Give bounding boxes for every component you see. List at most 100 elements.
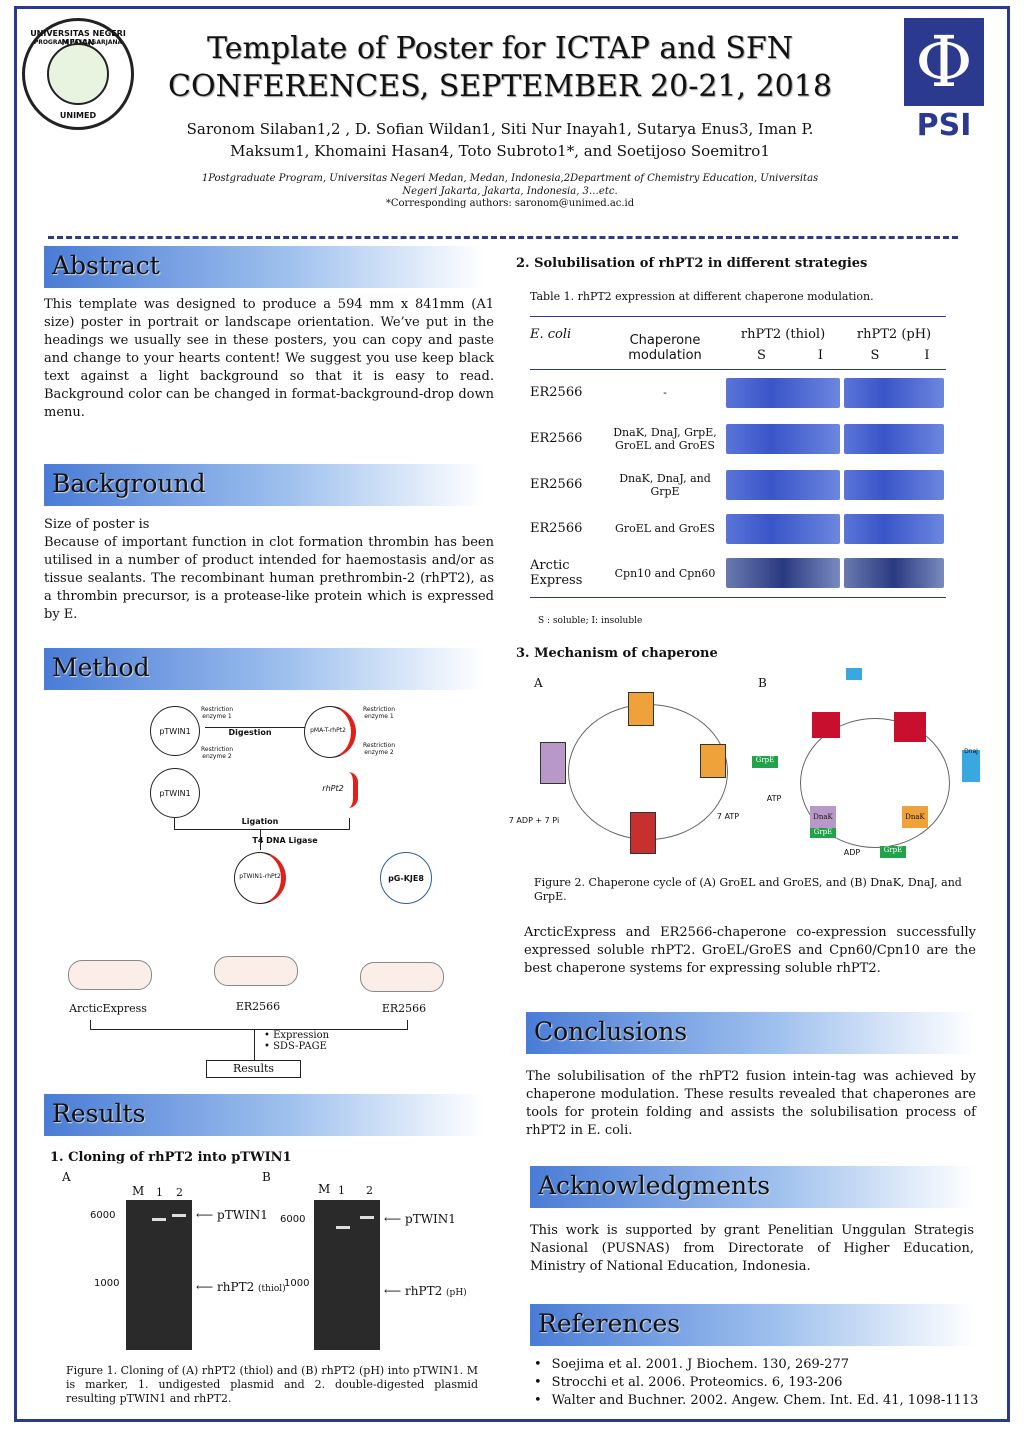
rhpt2-insert-icon <box>348 772 358 808</box>
row-chaperone: GroEL and GroES <box>615 522 715 535</box>
grpe-label-2: GrpE <box>810 828 836 838</box>
col-chaperone: Chaperone modulation <box>628 333 702 363</box>
conclusions-heading: Conclusions <box>526 1012 976 1054</box>
gel-b-marker-6000: 6000 <box>280 1214 306 1225</box>
gel-a-ptwin-label: ⟵ pTWIN1 <box>196 1208 268 1222</box>
gel-thiol <box>724 508 842 550</box>
ptwin1-rhpt2-plasmid <box>234 852 286 904</box>
dnaj-icon-right <box>962 750 980 782</box>
gel-image-b <box>314 1200 380 1350</box>
mechanism-summary: ArcticExpress and ER2566-chaperone co-ex… <box>524 925 976 976</box>
digestion-arrow <box>205 727 305 728</box>
pma-label: pMA-T-rhPt2 <box>310 727 346 734</box>
row-strain: ER2566 <box>530 385 583 401</box>
reference-item: Strocchi et al. 2006. Proteomics. 6, 193… <box>534 1374 994 1392</box>
gel-b-rhpt2-label: ⟵ rhPT2 (pH) <box>384 1284 467 1298</box>
psi-logo: Φ PSI <box>904 18 984 144</box>
logo-left-text: UNIVERSITAS NEGERI MEDAN <box>30 29 126 47</box>
dnak-icon-right <box>894 712 926 742</box>
acknowledgments-text: This work is supported by grant Peneliti… <box>530 1223 974 1274</box>
corresponding-author: *Corresponding authors: saronom@unimed.a… <box>385 198 635 209</box>
row-strain: Arctic Express <box>530 558 583 589</box>
ligation-arrow <box>260 830 261 850</box>
gel-a-lane-m: M <box>132 1184 145 1198</box>
re2-label-a: Restriction enzyme 2 <box>201 746 233 760</box>
mech-panel-b: B <box>758 676 767 690</box>
gel-a-band-2 <box>172 1214 186 1217</box>
row-chaperone: DnaK, DnaJ, and GrpE <box>619 471 711 498</box>
results-arrow <box>254 1030 255 1060</box>
acknowledgments-heading: Acknowledgments <box>530 1166 976 1208</box>
dnaj-icon-top <box>846 668 862 680</box>
figure-1-caption: Figure 1. Cloning of (A) rhPT2 (thiol) a… <box>66 1364 478 1405</box>
unimed-logo: UNIVERSITAS NEGERI MEDAN PROGRAM PASCASA… <box>22 18 134 130</box>
re1-label-b: Restriction enzyme 1 <box>363 706 395 720</box>
background-body: Because of important function in clot fo… <box>44 535 494 622</box>
t4-ligase-label: T4 DNA Ligase <box>252 836 318 845</box>
host-merge-bracket <box>90 1020 408 1030</box>
gel-b-marker-1000: 1000 <box>284 1278 310 1289</box>
author-list: Saronom Silaban1,2 , D. Sofian Wildan1, … <box>150 118 850 162</box>
dnak-cycle-ring <box>800 718 950 848</box>
arcticexpress-cell-icon <box>68 960 152 990</box>
dnak-label-left: DnaK <box>810 806 836 828</box>
figure-2-caption: Figure 2. Chaperone cycle of (A) GroEL a… <box>534 876 962 903</box>
gel-b-band-1 <box>336 1226 350 1229</box>
gel-ph <box>842 370 946 416</box>
ligation-bracket <box>174 818 350 830</box>
atp-label-a: 7 ATP <box>716 812 740 821</box>
ligation-label: Ligation <box>241 817 279 826</box>
host-arcticexpress: ArcticExpress <box>69 1002 147 1015</box>
logo-left-sub: PROGRAM PASCASARJANA <box>33 39 123 46</box>
row-chaperone: Cpn10 and Cpn60 <box>614 566 716 580</box>
abstract-text: This template was designed to produce a … <box>44 297 494 420</box>
title-line-1: Template of Poster for ICTAP and SFN <box>207 31 793 66</box>
results-sub2: 2. Solubilisation of rhPT2 in different … <box>516 256 868 271</box>
garuda-emblem-icon <box>47 43 109 105</box>
expression-steps: • Expression • SDS-PAGE <box>264 1030 329 1052</box>
er2566-cell-icon-1 <box>214 956 298 986</box>
gel-ph <box>842 550 946 598</box>
gel-thiol <box>724 462 842 508</box>
col-ecoli: E. coli <box>530 327 572 342</box>
row-chaperone: - <box>663 386 667 400</box>
col-ph: rhPT2 (pH) <box>856 327 932 342</box>
gel-thiol <box>724 550 842 598</box>
table-subheader-row: S I S I <box>530 342 946 370</box>
adp-label-a: 7 ADP + 7 Pi <box>508 816 560 825</box>
ptwin1-digested-label: pTWIN1 <box>159 789 191 798</box>
gel-a-rhpt2-label: ⟵ rhPT2 (thiol) <box>196 1280 286 1294</box>
row-strain: ER2566 <box>530 431 583 446</box>
references-heading: References <box>530 1304 976 1346</box>
reference-item: Soejima et al. 2001. J Biochem. 130, 269… <box>534 1356 994 1374</box>
gel-ph <box>842 416 946 462</box>
header-divider <box>48 236 958 239</box>
atp-label-b: ATP <box>766 794 782 803</box>
title-line-2: CONFERENCES, SEPTEMBER 20-21, 2018 <box>168 69 832 104</box>
table-row: ER2566 - <box>530 370 946 416</box>
conclusions-text: The solubilisation of the rhPT2 fusion i… <box>526 1069 976 1138</box>
gel-b-lane-m: M <box>318 1182 331 1196</box>
background-text: Size of poster is Because of important f… <box>44 516 494 624</box>
col-ph-s: S <box>870 348 880 363</box>
authors-line-1: Saronom Silaban1,2 , D. Sofian Wildan1, … <box>186 120 814 138</box>
gel-a-marker-1000: 1000 <box>94 1278 120 1289</box>
chaperone-table: E. coli Chaperone modulation rhPT2 (thio… <box>530 316 946 598</box>
step-sds-page: • SDS-PAGE <box>264 1041 327 1052</box>
gel-panel-a-label: A <box>62 1170 71 1184</box>
er2566-cell-icon-2 <box>360 962 444 992</box>
gel-b-lane-1: 1 <box>338 1184 345 1197</box>
gel-thiol <box>724 416 842 462</box>
poster-title: Template of Poster for ICTAP and SFN CON… <box>150 30 850 106</box>
method-heading: Method <box>44 648 484 690</box>
table-row: Arctic Express Cpn10 and Cpn60 <box>530 550 946 598</box>
gel-b-ptwin-label: ⟵ pTWIN1 <box>384 1212 456 1226</box>
gel-a-band-1 <box>152 1218 166 1221</box>
pgkje8-label: pG-KJE8 <box>388 874 424 883</box>
adp-label-b: ADP <box>843 848 861 857</box>
dnak-label-right: DnaK <box>902 806 928 828</box>
dnak-icon-left <box>812 712 840 738</box>
step-expression: • Expression <box>264 1030 330 1041</box>
ptwin1-plasmid <box>150 706 200 756</box>
ptwin1-rhpt2-label: pTWIN1-rhPt2 <box>239 873 281 880</box>
